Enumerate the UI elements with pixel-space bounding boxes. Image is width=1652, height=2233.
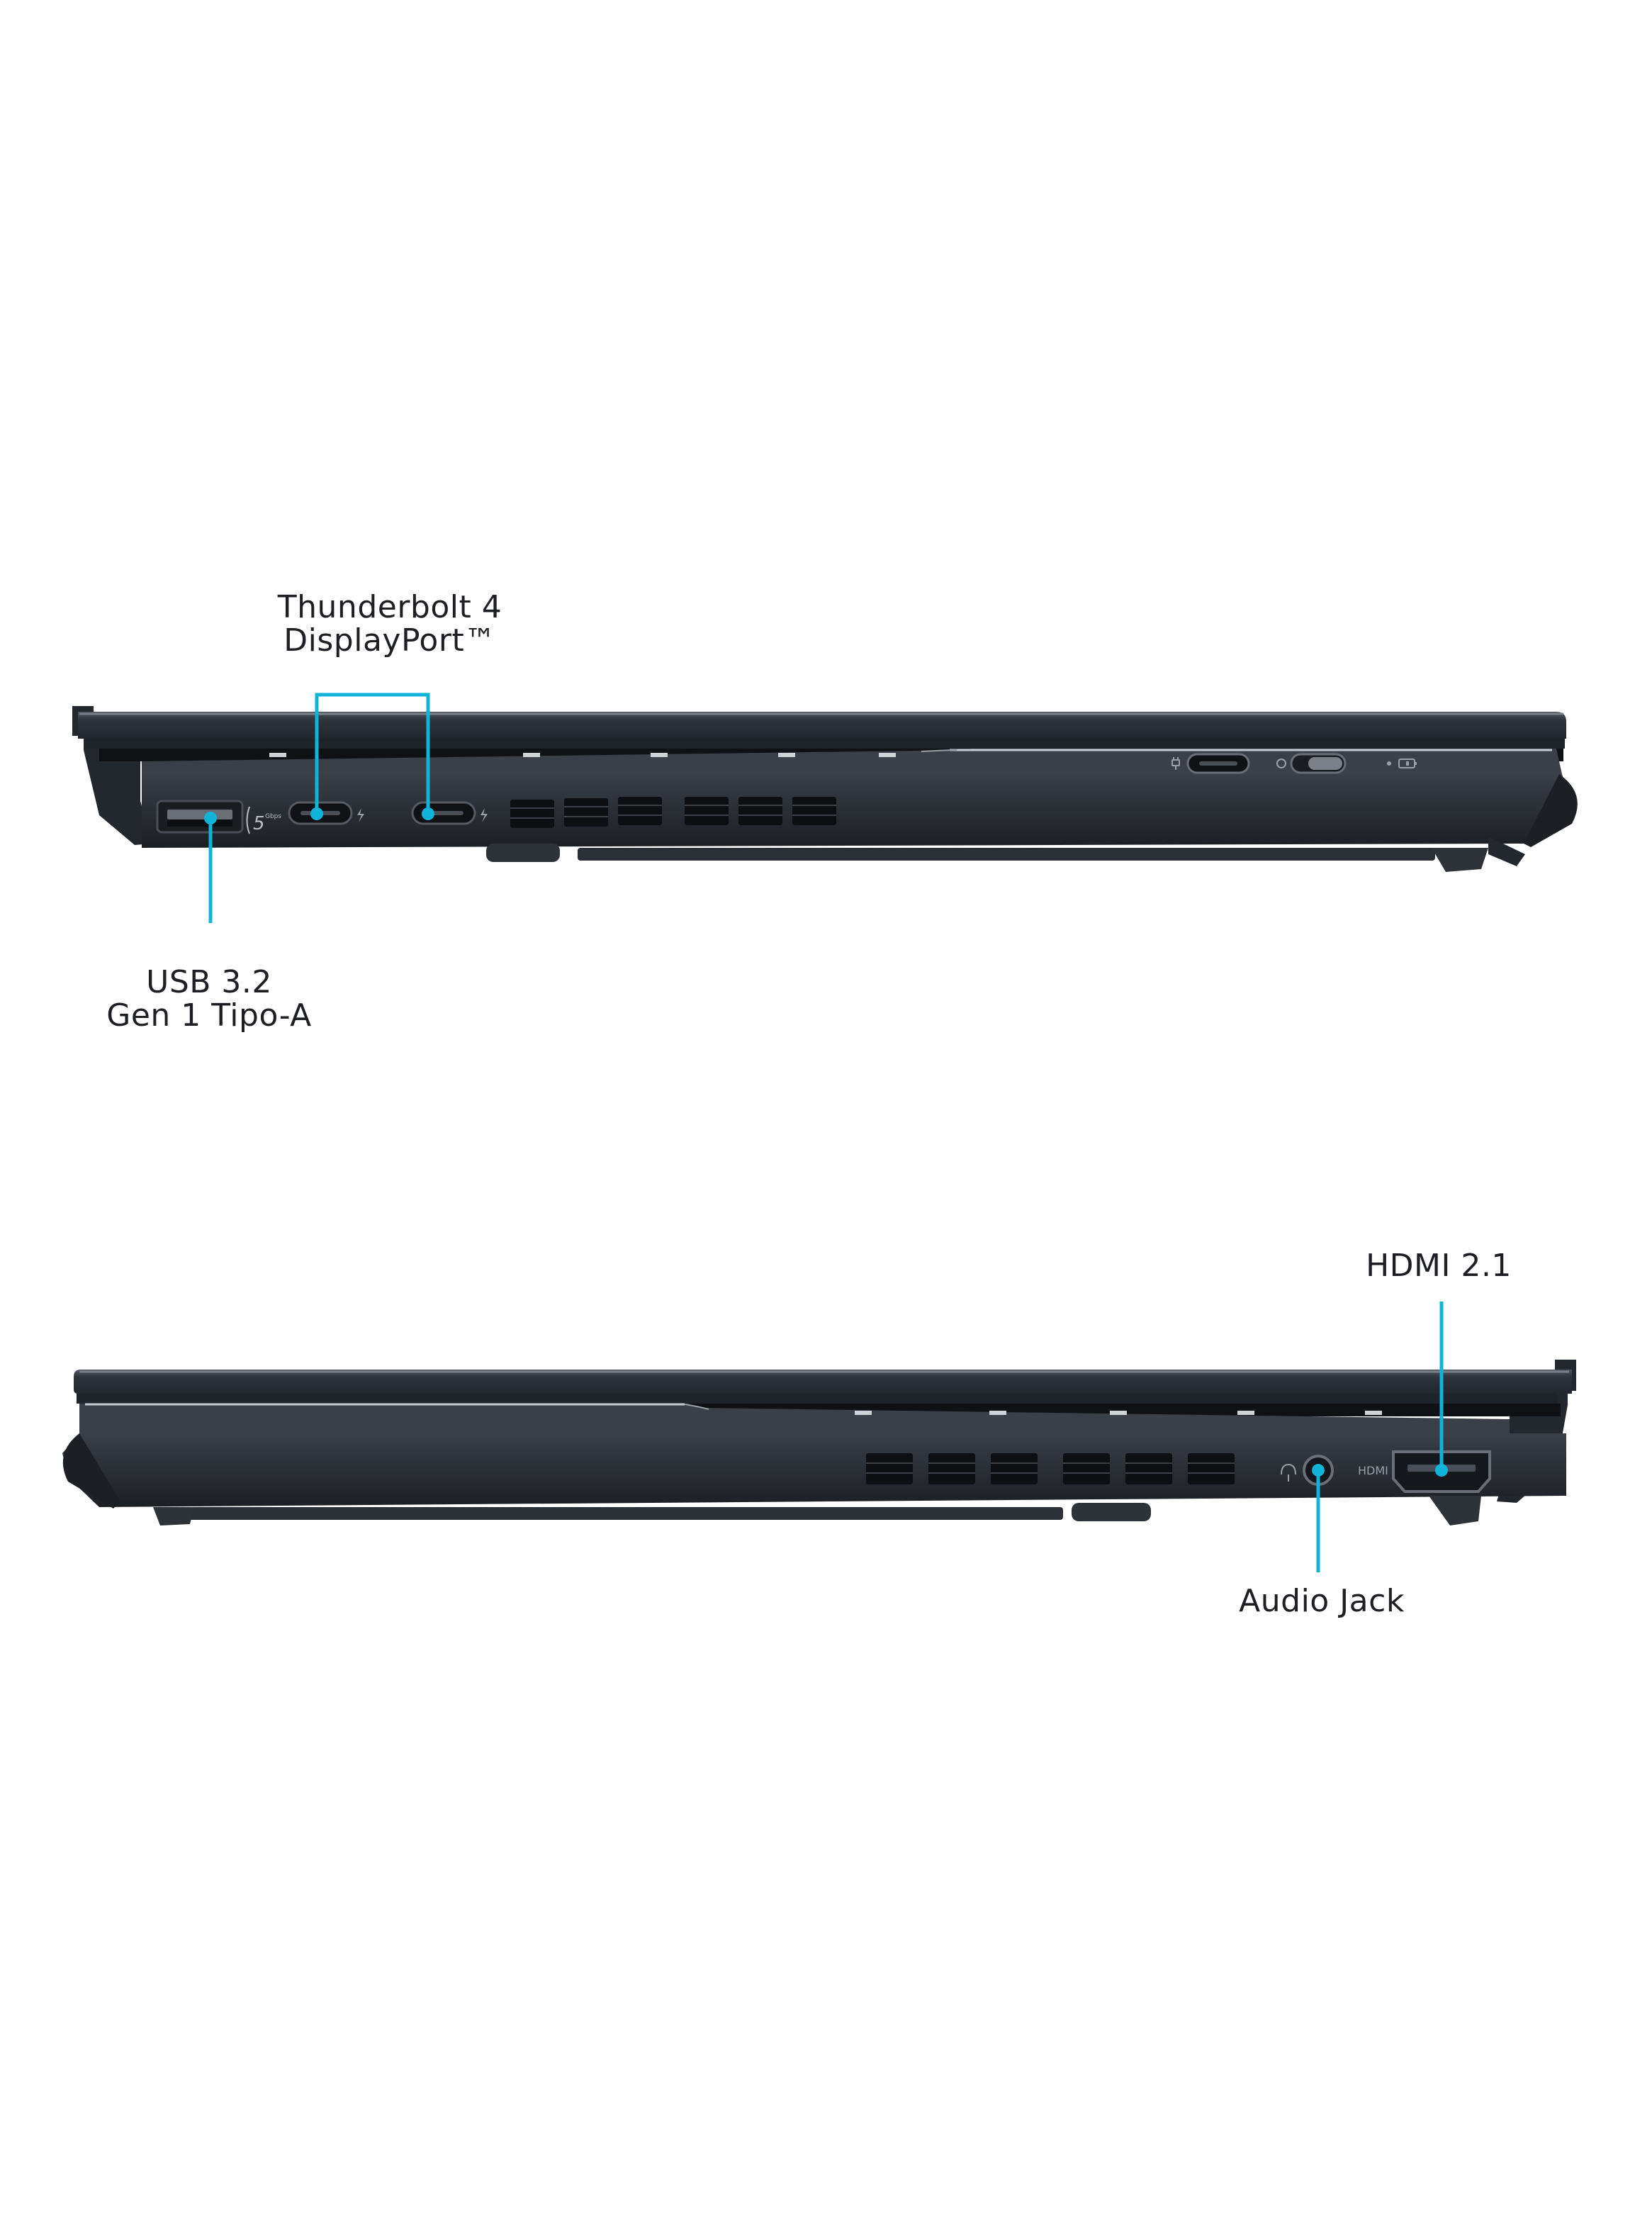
usb-callout-dot bbox=[204, 812, 217, 824]
left-vents bbox=[510, 797, 836, 828]
left-foot-front bbox=[486, 844, 560, 862]
usb-label-line-1: USB 3.2 bbox=[146, 964, 272, 1000]
power-plug-icon bbox=[1171, 757, 1180, 770]
right-foot-hinge bbox=[1429, 1496, 1481, 1526]
battery-icon bbox=[1398, 759, 1417, 768]
headset-icon bbox=[1281, 1463, 1296, 1482]
usb-speed-unit: Gbps bbox=[265, 813, 281, 820]
power-slider-switch bbox=[1276, 753, 1347, 774]
left-foot-bar bbox=[578, 848, 1435, 861]
left-side-view: 5 Gbps bbox=[72, 693, 1578, 923]
audio-callout-label: Audio Jack bbox=[1205, 1584, 1439, 1618]
left-lid bbox=[78, 712, 1566, 739]
usb-label-line-2: Gen 1 Tipo-A bbox=[106, 997, 312, 1034]
usb-callout-label: USB 3.2 Gen 1 Tipo-A bbox=[74, 966, 344, 1032]
left-lid-strip bbox=[85, 739, 1565, 749]
left-base-body bbox=[142, 774, 1570, 848]
usb-a-port bbox=[156, 800, 244, 834]
right-lid-strip bbox=[77, 1394, 1558, 1404]
left-foot-rear bbox=[1432, 848, 1488, 872]
right-foot-front bbox=[1072, 1503, 1151, 1521]
usb-speed-mark: 5 Gbps bbox=[246, 806, 281, 834]
hdmi-label-line-1: HDMI 2.1 bbox=[1366, 1248, 1512, 1284]
thunderbolt-callout-dot-1 bbox=[310, 807, 323, 820]
thunderbolt-label-line-1: Thunderbolt 4 bbox=[277, 589, 502, 625]
usb-speed-number: 5 bbox=[253, 813, 265, 834]
thunderbolt-bolt-icon-2 bbox=[481, 808, 488, 822]
power-usb-c-port bbox=[1171, 753, 1250, 774]
audio-callout-dot bbox=[1312, 1464, 1325, 1477]
thunderbolt-callout-label: Thunderbolt 4 DisplayPort™ bbox=[248, 591, 532, 657]
status-led bbox=[1387, 761, 1391, 766]
power-icon bbox=[1276, 759, 1286, 768]
audio-label-line-1: Audio Jack bbox=[1239, 1583, 1405, 1619]
thunderbolt-callout-line bbox=[315, 693, 430, 814]
thunderbolt-bolt-icon-1 bbox=[357, 808, 364, 822]
hdmi-callout-label: HDMI 2.1 bbox=[1347, 1249, 1531, 1282]
thunderbolt-label-line-2: DisplayPort™ bbox=[283, 622, 496, 659]
left-top-clips bbox=[269, 753, 896, 757]
right-top-clips bbox=[855, 1411, 1382, 1415]
hdmi-callout-dot bbox=[1435, 1464, 1448, 1477]
right-foot-rear bbox=[153, 1507, 194, 1526]
right-side-view: HDMI bbox=[62, 1302, 1576, 1572]
right-lid bbox=[74, 1370, 1572, 1394]
right-base-body bbox=[62, 1433, 1566, 1507]
thunderbolt-callout-dot-2 bbox=[422, 807, 434, 820]
right-vents bbox=[866, 1453, 1235, 1484]
right-foot-bar bbox=[163, 1507, 1063, 1520]
hdmi-marking-text: HDMI bbox=[1358, 1464, 1388, 1477]
right-deck-top bbox=[79, 1404, 1510, 1433]
